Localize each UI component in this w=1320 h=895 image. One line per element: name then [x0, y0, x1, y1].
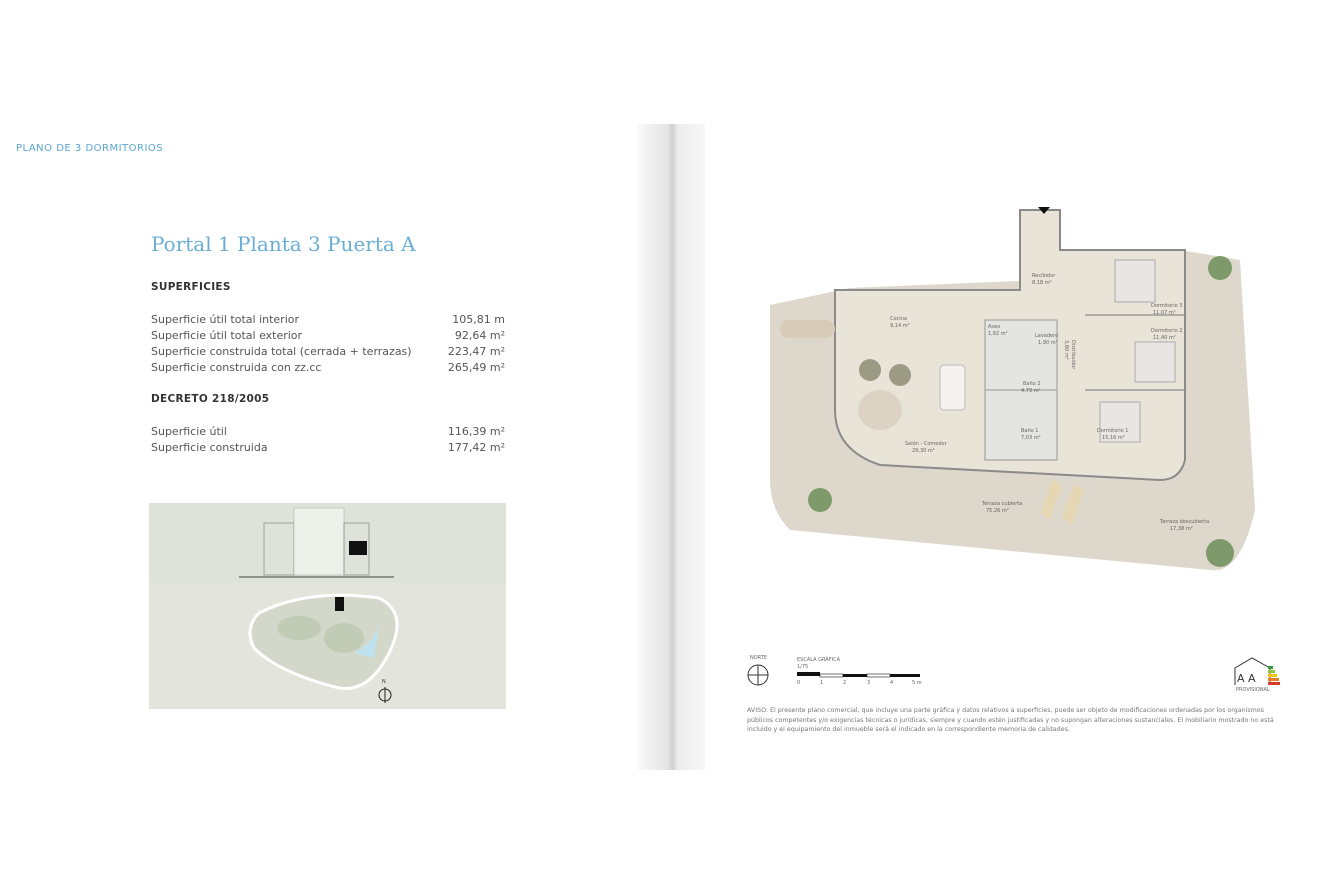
north-label: N: [382, 679, 386, 685]
north-label: NORTE: [750, 655, 767, 661]
plant-icon: [1206, 539, 1234, 567]
scale-tick: 5 m: [912, 680, 922, 686]
north-icon: [378, 687, 392, 703]
area-label: Superficie construida total (cerrada + t…: [151, 345, 412, 358]
scale-title: ESCALA GRÁFICA: [797, 656, 841, 663]
area-value: 265,49 m²: [447, 361, 505, 374]
plant-icon: [808, 488, 832, 512]
scale-ratio: 1/75: [797, 664, 808, 670]
room-label: Salón - Comedor: [905, 440, 948, 447]
room-label: Dormitorio 2: [1151, 328, 1182, 334]
site-plan-drawing: [248, 593, 399, 691]
area-value: 116,39 m²: [447, 425, 505, 438]
room-area: 75,26 m²: [986, 508, 1009, 514]
area-row: Superficie útil total interior 105,81 m: [151, 313, 505, 326]
area-value: 223,47 m²: [447, 345, 505, 358]
room-label: Cocina: [890, 316, 907, 322]
room-label: Terraza cubierta: [981, 501, 1022, 507]
energy-note: PROVISIONAL: [1236, 687, 1270, 693]
room-label: Terraza descubierta: [1159, 519, 1209, 525]
room-area: 9,14 m²: [890, 323, 910, 329]
scale-bar: [797, 672, 920, 678]
area-label: Superficie útil total exterior: [151, 329, 303, 342]
page-title: Portal 1 Planta 3 Puerta A: [151, 232, 416, 256]
scale-tick: 1: [820, 680, 823, 686]
section-label: PLANO DE 3 DORMITORIOS: [16, 143, 164, 154]
decreto-heading: DECRETO 218/2005: [151, 393, 270, 405]
scale-tick: 0: [797, 680, 800, 686]
room-area: 1,90 m²: [1038, 340, 1058, 346]
area-label: Superficie construida: [151, 441, 268, 454]
room-label: Recibidor: [1032, 273, 1056, 279]
scale-tick: 3: [867, 680, 870, 686]
room-label: Distribuidor: [1070, 340, 1076, 370]
room-label: Dormitorio 3: [1151, 303, 1182, 309]
room-area: 3,80 m²: [1063, 340, 1069, 360]
room-area: 4,79 m²: [1021, 388, 1041, 394]
room-label: Lavadero: [1035, 333, 1058, 339]
building-section-drawing: [239, 507, 394, 578]
book-spine: [637, 124, 705, 770]
plan-legend: NORTE ESCALA GRÁFICA 1/75 0 1 2 3 4 5 m A A P…: [747, 655, 1280, 693]
room-area: 1,92 m²: [988, 331, 1008, 337]
room-area: 8,18 m²: [1032, 280, 1052, 286]
area-label: Superficie útil total interior: [151, 313, 300, 326]
room-area: 7,03 m²: [1021, 435, 1041, 441]
plant-icon: [1208, 256, 1232, 280]
room-label: Baño 1: [1021, 428, 1039, 434]
superficies-heading: SUPERFICIES: [151, 281, 231, 293]
area-row: Superficie construida total (cerrada + t…: [151, 345, 505, 358]
location-map: N: [149, 503, 506, 709]
entrance-arrow-icon: [1038, 207, 1050, 214]
room-area: 15,16 m²: [1102, 435, 1125, 441]
room-area: 11,40 m²: [1153, 335, 1176, 341]
room-area: 29,30 m²: [912, 448, 935, 454]
area-label: Superficie útil: [151, 425, 227, 438]
room-label: Aseo: [988, 324, 1000, 330]
room-label: Baño 2: [1023, 381, 1041, 387]
room-area: 17,38 m²: [1170, 526, 1193, 532]
energy-rating: A A: [1237, 672, 1256, 685]
area-label: Superficie construida con zz.cc: [151, 361, 322, 374]
area-row: Superficie útil 116,39 m²: [151, 425, 505, 438]
area-row: Superficie útil total exterior 92,64 m²: [151, 329, 505, 342]
north-compass-icon: [747, 664, 769, 686]
disclaimer: AVISO: El presente plano comercial, que …: [747, 707, 1274, 733]
area-value: 177,42 m²: [447, 441, 505, 454]
area-row: Superficie construida 177,42 m²: [151, 441, 505, 454]
room-area: 11,07 m²: [1153, 310, 1176, 316]
area-row: Superficie construida con zz.cc 265,49 m²: [151, 361, 505, 374]
scale-tick: 4: [890, 680, 893, 686]
area-value: 105,81 m: [452, 313, 505, 326]
energy-label-icon: A A PROVISIONAL: [1234, 657, 1280, 693]
room-label: Dormitorio 1: [1097, 428, 1128, 434]
scale-tick: 2: [843, 680, 846, 686]
area-value: 92,64 m²: [454, 329, 505, 342]
